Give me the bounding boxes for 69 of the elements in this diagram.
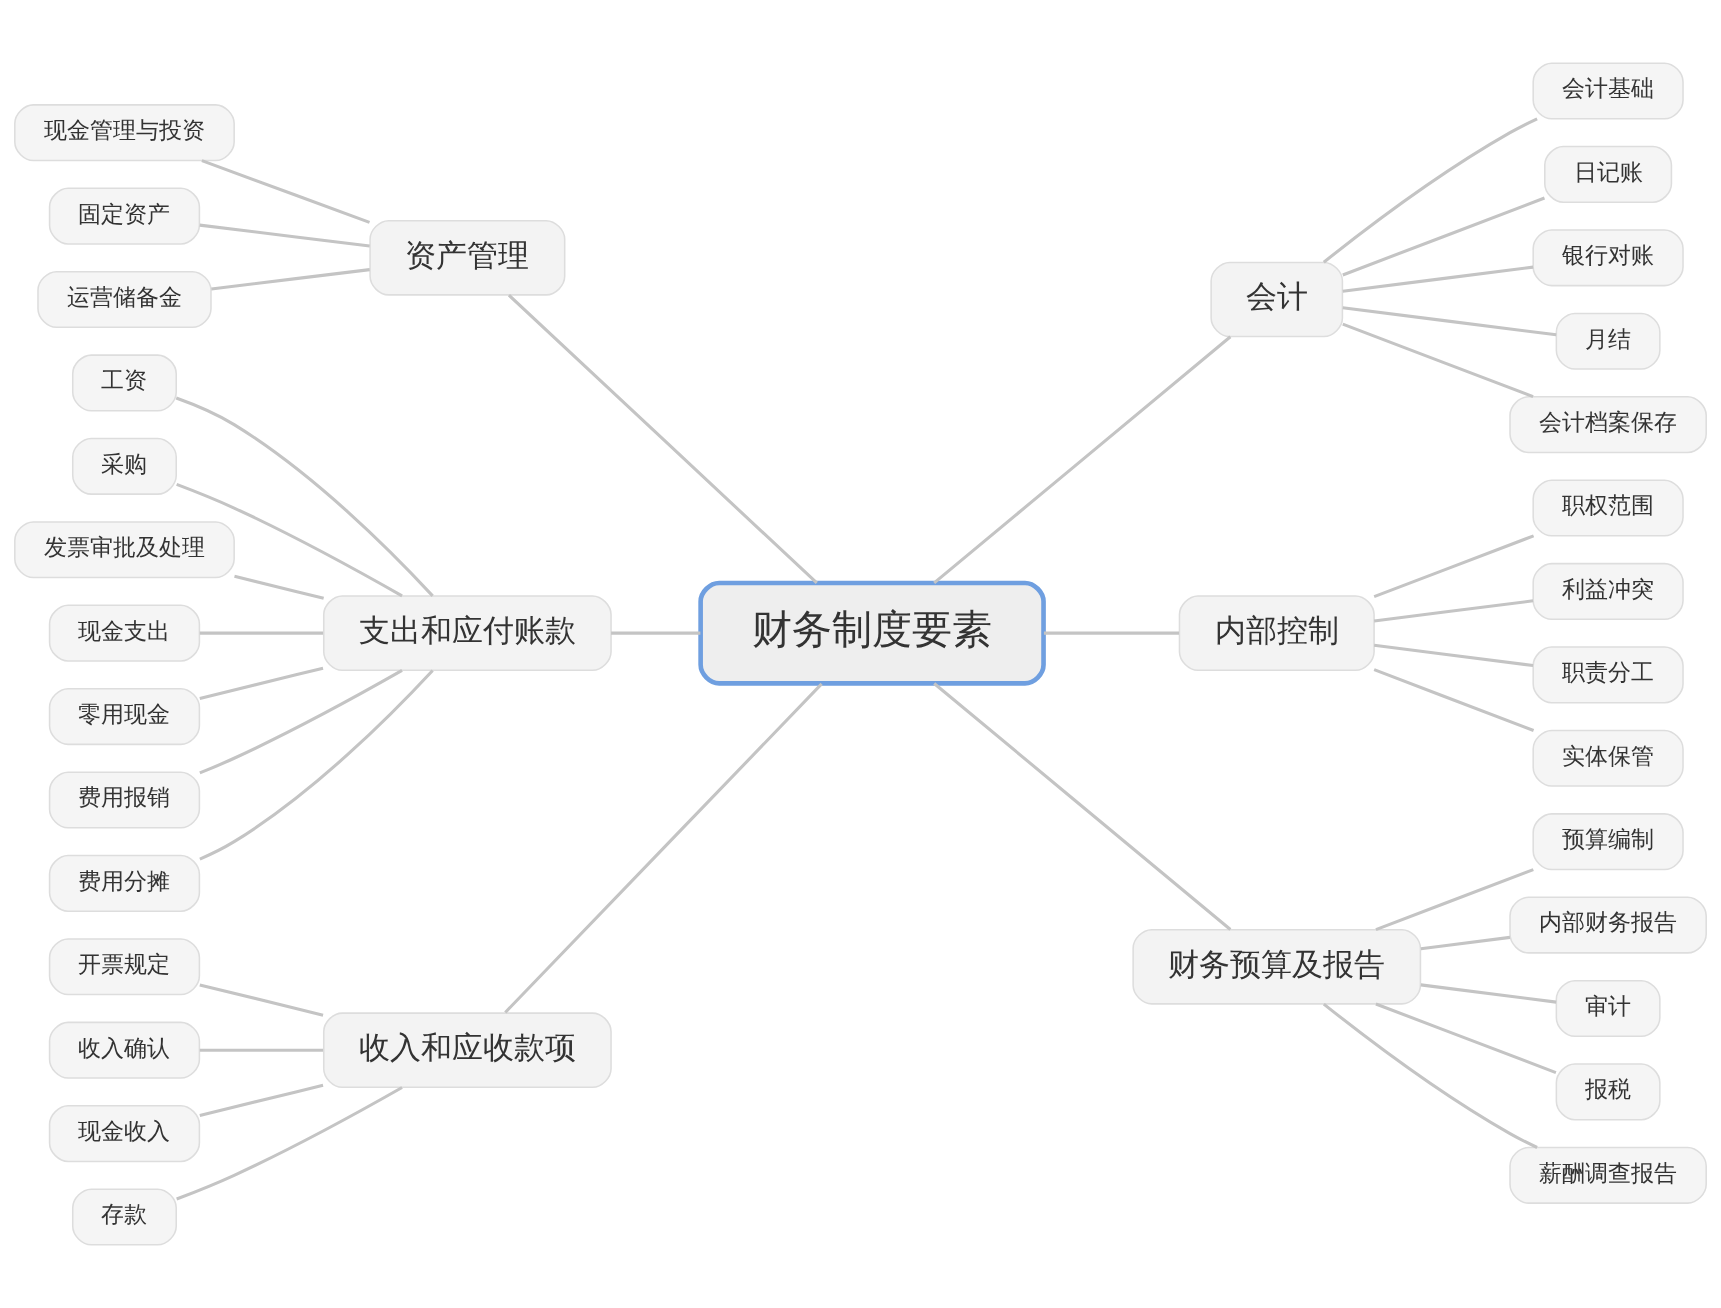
node-box: 费用分摊 [48,854,201,912]
connector [1322,117,1538,264]
connector [933,682,1232,931]
connector [1373,643,1534,668]
node-box: 月结 [1555,312,1661,370]
connector [933,335,1232,585]
node-box: 会计 [1210,261,1344,338]
node-box: 实体保管 [1532,729,1684,787]
connector [201,159,371,224]
node-box: 费用报销 [48,771,201,829]
node-box: 现金管理与投资 [14,104,235,162]
node-box: 现金收入 [48,1105,201,1163]
connector [504,682,823,1014]
node-box: 收入确认 [48,1021,201,1079]
node-box: 职责分工 [1532,646,1684,704]
connector [1342,265,1534,293]
node-box: 存款 [71,1188,177,1246]
node-box: 资产管理 [369,219,566,296]
connector [199,669,434,861]
connector [211,268,370,291]
node-box: 利益冲突 [1532,562,1684,620]
connector [1420,935,1511,951]
node-box: 职权范围 [1532,479,1684,537]
connector [176,1086,403,1201]
connector [199,631,324,635]
node-box: 预算编制 [1532,813,1684,871]
connector [1373,534,1535,599]
node-box: 现金支出 [48,604,201,662]
connector [1375,868,1534,932]
connector [1322,1002,1538,1149]
node-box: 内部财务报告 [1509,896,1707,954]
node-box: 零用现金 [48,688,201,746]
node-box: 日记账 [1544,145,1673,203]
connector [1342,196,1546,277]
node-box: 银行对账 [1532,229,1684,287]
node-box: 工资 [71,354,177,412]
node-box: 审计 [1555,979,1661,1038]
node-box: 报税 [1555,1063,1661,1121]
connector [507,294,818,585]
connector [1342,322,1534,399]
connector [1375,1002,1557,1075]
node-box: 收入和应收款项 [322,1012,612,1089]
node-box: 支出和应付账款 [322,595,612,671]
connector [611,631,701,635]
connector [1373,668,1535,732]
connector [1043,631,1179,635]
connector [1373,599,1534,623]
connector [199,669,403,775]
node-box: 固定资产 [48,187,201,245]
connector [176,482,403,598]
node-box: 会计基础 [1532,62,1684,120]
connector [1342,306,1557,337]
node-box: 运营储备金 [37,270,212,329]
node-box: 发票审批及处理 [14,521,235,579]
node-box: 内部控制 [1178,595,1375,671]
node-box: 薪酬调查报告 [1509,1146,1707,1204]
connector [199,223,370,248]
connector [199,1048,324,1052]
node-box: 财务制度要素 [698,580,1046,686]
node-box: 开票规定 [48,938,201,996]
connector [199,983,324,1017]
connector [175,396,434,597]
node-box: 财务预算及报告 [1132,928,1422,1005]
connector [234,574,325,600]
connector [199,1083,324,1117]
connector [1420,983,1557,1004]
node-box: 会计档案保存 [1509,396,1707,454]
connector [199,666,324,700]
node-box: 采购 [71,437,177,495]
